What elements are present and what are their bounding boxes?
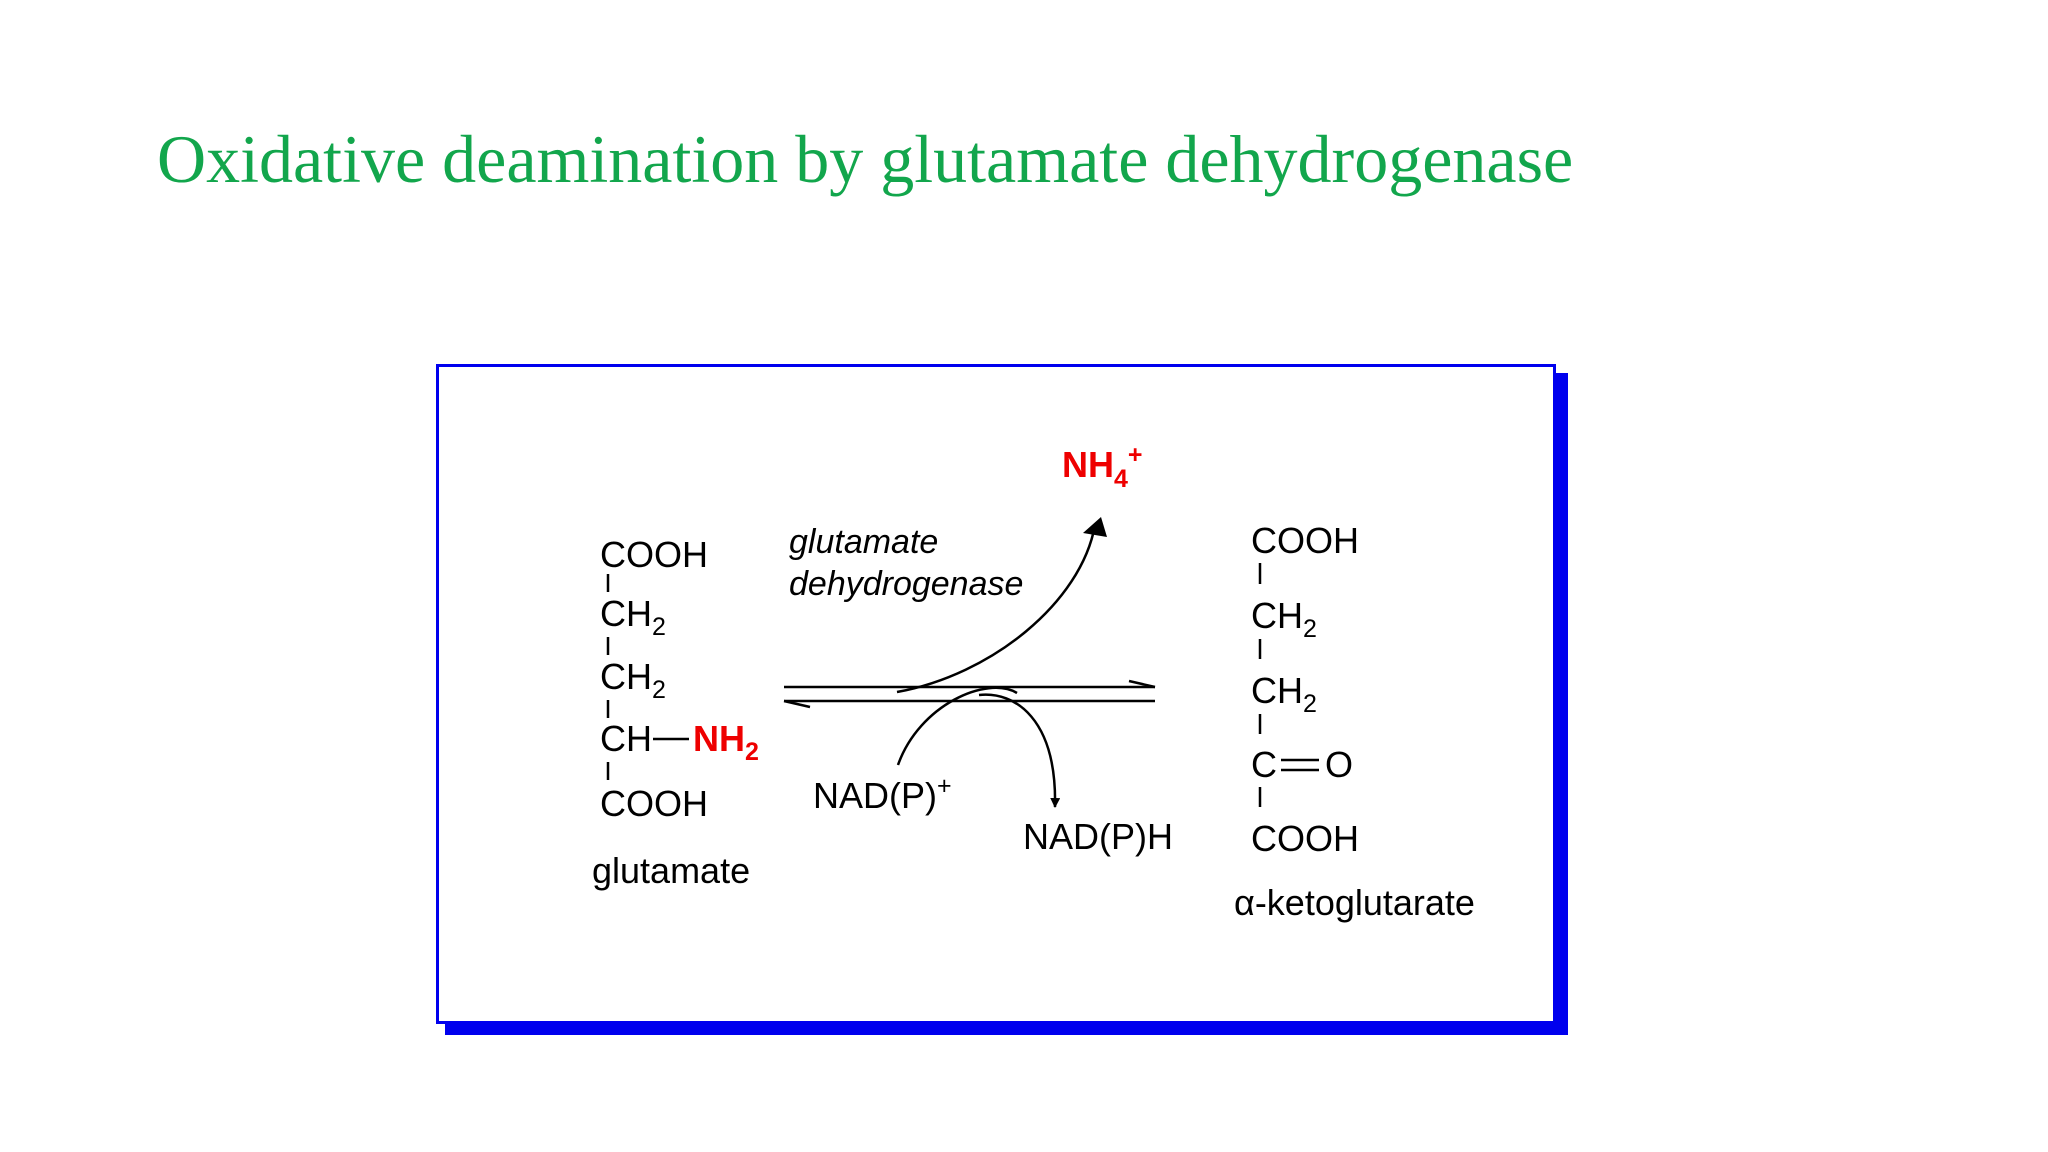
glutamate-ch2-b: CH2 <box>600 656 666 704</box>
ketoglutarate-ch2-b: CH2 <box>1251 670 1317 718</box>
ammonium-arrow-head <box>1083 517 1107 537</box>
ketoglutarate-ch2-a: CH2 <box>1251 595 1317 643</box>
ketoglutarate-structure: COOH CH2 CH2 C O COOH α-ketoglutarate <box>1234 520 1475 923</box>
ketoglutarate-carbonyl-o: O <box>1325 744 1353 785</box>
glutamate-structure: COOH CH2 CH2 CH NH2 COOH glutamate <box>592 534 759 891</box>
ketoglutarate-cooh-bottom: COOH <box>1251 818 1359 859</box>
ketoglutarate-cooh-top: COOH <box>1251 520 1359 561</box>
reaction-diagram: COOH CH2 CH2 CH NH2 COOH glutamate gluta… <box>592 441 1475 923</box>
glutamate-ch2-a: CH2 <box>600 593 666 641</box>
equilibrium-arrows <box>783 679 1156 709</box>
ketoglutarate-label: α-ketoglutarate <box>1234 882 1475 923</box>
glutamate-nh2: NH2 <box>693 718 759 766</box>
cofactor-out-arrow <box>978 693 1061 808</box>
ammonium-label: NH4+ <box>1062 441 1143 493</box>
enzyme-label-line1: glutamate <box>789 523 938 561</box>
forward-arrow-barb <box>1128 679 1156 689</box>
glutamate-cooh-bottom: COOH <box>600 783 708 824</box>
glutamate-ch: CH <box>600 718 652 759</box>
ketoglutarate-carbonyl-c: C <box>1251 744 1277 785</box>
slide-title: Oxidative deamination by glutamate dehyd… <box>157 121 1574 197</box>
reaction-diagram-frame: COOH CH2 CH2 CH NH2 COOH glutamate gluta… <box>436 364 1556 1024</box>
glutamate-cooh-top: COOH <box>600 534 708 575</box>
ammonium-release-arrow <box>896 524 1099 694</box>
cofactor-in-label: NAD(P)+ <box>813 772 952 816</box>
cofactor-out-label: NAD(P)H <box>1023 816 1173 857</box>
enzyme-label-line2: dehydrogenase <box>789 565 1023 603</box>
reverse-arrow-barb <box>783 699 811 709</box>
cofactor-in-arrow <box>896 686 1018 766</box>
glutamate-label: glutamate <box>592 850 750 891</box>
